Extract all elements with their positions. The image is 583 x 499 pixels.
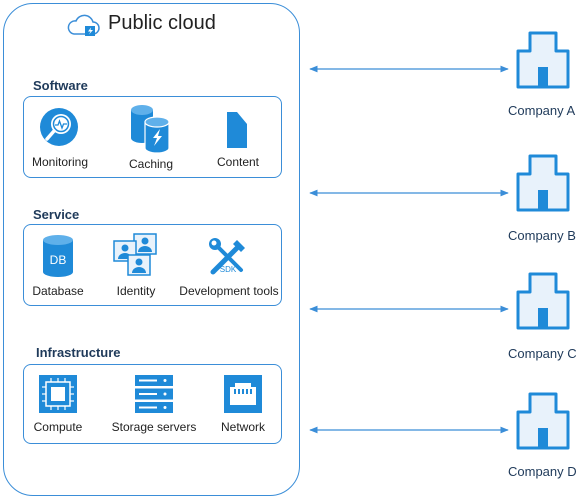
caching-icon xyxy=(131,105,170,154)
db-glyph: DB xyxy=(50,253,67,267)
software-title: Software xyxy=(33,78,88,93)
cloud-icon xyxy=(67,14,100,36)
monitoring-icon xyxy=(40,108,78,146)
compute-icon xyxy=(39,375,77,413)
storage-servers-label: Storage servers xyxy=(111,420,197,434)
content-label: Content xyxy=(216,155,260,169)
page-title: Public cloud xyxy=(108,12,216,34)
caching-label: Caching xyxy=(128,157,174,171)
company-b-label: Company B xyxy=(508,228,576,243)
monitoring-label: Monitoring xyxy=(32,155,89,169)
storage-servers-icon xyxy=(135,375,173,413)
database-icon: DB xyxy=(43,235,73,277)
sdk-glyph: SDK xyxy=(220,265,237,274)
company-b-building-icon xyxy=(516,154,570,212)
company-d-label: Company D xyxy=(508,464,577,479)
public-cloud-container xyxy=(3,3,300,496)
company-a-building-icon xyxy=(516,31,570,89)
network-label: Network xyxy=(220,420,265,434)
development-tools-label: Development tools xyxy=(179,284,279,298)
service-title: Service xyxy=(33,207,80,222)
software-group xyxy=(23,96,282,178)
infrastructure-title: Infrastructure xyxy=(36,345,121,360)
database-label: Database xyxy=(32,284,84,298)
content-icon xyxy=(227,112,247,148)
development-tools-icon: SDK xyxy=(209,238,245,275)
company-a-label: Company A xyxy=(508,103,576,118)
compute-label: Compute xyxy=(33,420,83,434)
company-c-label: Company C xyxy=(508,346,577,361)
company-c-building-icon xyxy=(516,272,570,330)
service-group xyxy=(23,224,282,306)
company-d-building-icon xyxy=(516,392,570,450)
network-icon xyxy=(224,375,262,413)
infrastructure-group xyxy=(23,364,282,444)
identity-icon xyxy=(113,233,157,276)
identity-label: Identity xyxy=(116,284,156,298)
